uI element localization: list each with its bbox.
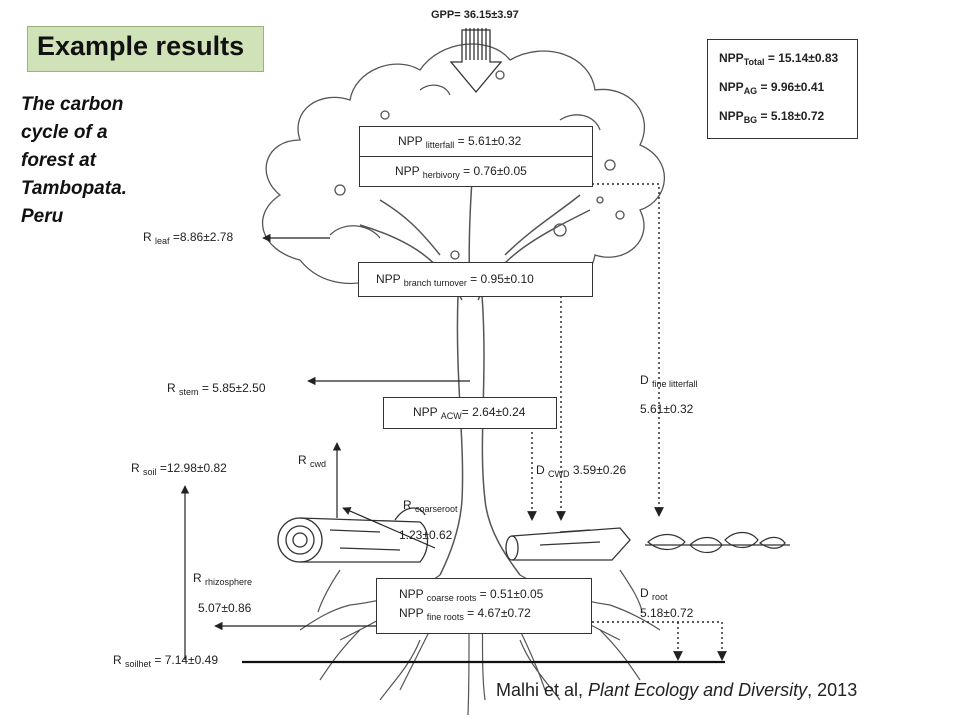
npp-ag: NPPAG = 9.96±0.41 — [719, 80, 825, 96]
r-soilhet-label: R soilhet = 7.14±0.49 — [113, 653, 218, 669]
d-fine-litterfall-value: 5.61±0.32 — [640, 402, 694, 416]
npp-acw: NPP ACW= 2.64±0.24 — [413, 405, 526, 421]
caption-line: forest at — [21, 150, 96, 171]
r-coarseroot-label: R coarseroot — [403, 498, 458, 514]
npp-branch-turnover: NPP branch turnover = 0.95±0.10 — [376, 272, 534, 288]
r-coarseroot-value: 1.23±0.62 — [399, 528, 453, 542]
divider — [360, 156, 592, 157]
r-rhizosphere-label: R rhizosphere — [193, 571, 253, 587]
d-root-value: 5.18±0.72 — [640, 606, 694, 620]
d-root-label: D root — [640, 586, 668, 602]
dead-log-left — [277, 507, 429, 563]
caption-line: Tambopata. — [21, 178, 127, 199]
npp-acw-box: NPP ACW= 2.64±0.24 — [383, 397, 557, 429]
caption: The carbon cycle of a forest at Tambopat… — [21, 91, 127, 231]
r-soil-label: R soil =12.98±0.82 — [131, 461, 227, 477]
caption-line: cycle of a — [21, 122, 108, 143]
r-leaf-label: R leaf =8.86±2.78 — [143, 230, 234, 246]
title: Example results — [37, 31, 245, 61]
npp-canopy-box: NPP litterfall = 5.61±0.32 NPP herbivory… — [359, 126, 593, 187]
caption-line: The carbon — [21, 94, 124, 115]
gpp-input-arrow — [449, 28, 503, 94]
r-rhizosphere-value: 5.07±0.86 — [198, 601, 252, 615]
d-cwd-label: D CWD 3.59±0.26 — [536, 463, 627, 479]
tree-trunk — [439, 294, 521, 576]
caption-line: Peru — [21, 206, 64, 227]
citation: Malhi et al, Plant Ecology and Diversity… — [496, 680, 858, 700]
npp-total: NPPTotal = 15.14±0.83 — [719, 51, 839, 67]
npp-roots-box: NPP coarse roots = 0.51±0.05 NPP fine ro… — [376, 578, 592, 634]
title-box: Example results — [27, 26, 264, 72]
npp-herbivory: NPP herbivory = 0.76±0.05 — [395, 164, 527, 180]
leaf-litter — [645, 531, 790, 554]
npp-fine-roots: NPP fine roots = 4.67±0.72 — [399, 606, 531, 622]
npp-branch-turnover-box: NPP branch turnover = 0.95±0.10 — [358, 262, 593, 297]
npp-litterfall: NPP litterfall = 5.61±0.32 — [398, 134, 522, 150]
npp-totals-box: NPPTotal = 15.14±0.83 NPPAG = 9.96±0.41 … — [707, 39, 858, 139]
gpp-label: GPP= 36.15±3.97 — [431, 9, 519, 21]
r-coarseroot-arrow — [342, 507, 436, 549]
d-fine-litterfall-label: D fine litterfall — [640, 373, 698, 389]
r-cwd-label: R cwd — [298, 453, 327, 469]
npp-bg: NPPBG = 5.18±0.72 — [719, 109, 825, 125]
dead-log-right — [505, 527, 631, 561]
npp-coarse-roots: NPP coarse roots = 0.51±0.05 — [399, 587, 544, 603]
d-root-arrow-fine — [592, 621, 727, 661]
r-stem-label: R stem = 5.85±2.50 — [167, 381, 266, 397]
d-fine-litterfall-arrow — [592, 183, 664, 517]
